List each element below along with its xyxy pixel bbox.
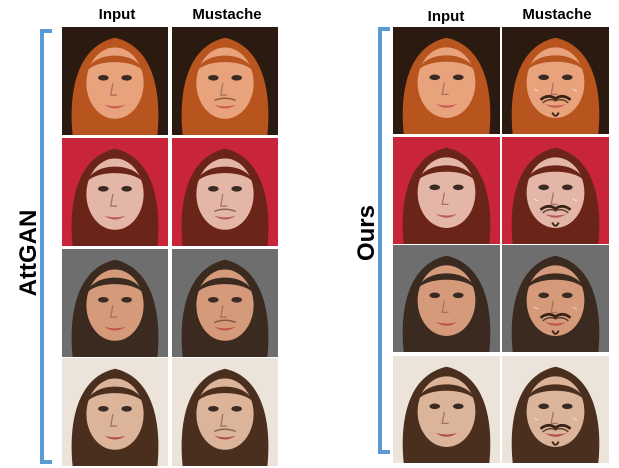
column-header-input: Input [98,6,136,23]
ours-mustache-image-row-1 [502,27,609,134]
attgan-input-image-row-3 [62,249,168,357]
attgan-input-image-row-4 [62,358,168,466]
bracket-left [40,29,52,464]
attgan-mustache-image-row-1 [172,27,278,135]
ours-input-image-row-3 [393,245,500,352]
column-header-mustache-2: Mustache [522,6,592,23]
ours-input-image-row-4 [393,356,500,463]
attgan-input-image-row-1 [62,27,168,135]
attgan-mustache-image-row-3 [172,249,278,357]
column-header-input-2: Input [427,8,465,25]
column-header-mustache: Mustache [192,6,262,23]
attgan-mustache-image-row-4 [172,358,278,466]
ours-input-image-row-2 [393,137,500,244]
attgan-input-image-row-2 [62,138,168,246]
ours-mustache-image-row-2 [502,137,609,244]
ours-mustache-image-row-4 [502,356,609,463]
attgan-mustache-image-row-2 [172,138,278,246]
bracket-right [378,27,390,454]
ours-mustache-image-row-3 [502,245,609,352]
ours-input-image-row-1 [393,27,500,134]
